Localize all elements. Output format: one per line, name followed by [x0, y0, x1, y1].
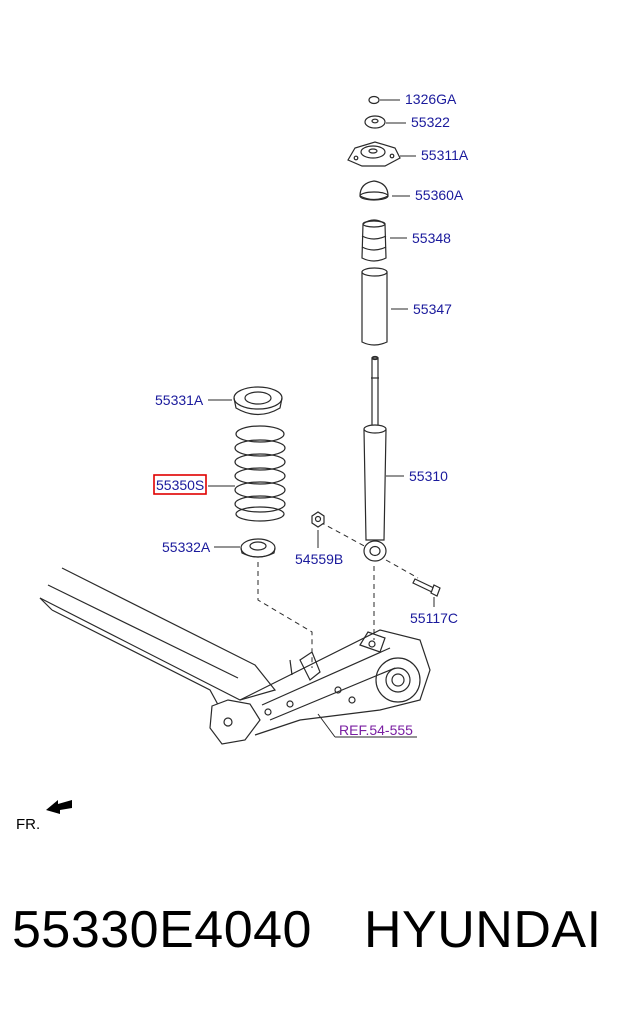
- washer-55322: 55322: [364, 114, 450, 130]
- lower-spring-seat-55332a: 55332A: [162, 538, 276, 558]
- callout-55348[interactable]: 55348: [412, 230, 451, 246]
- rear-axle-beam: [39, 567, 431, 745]
- reference-link[interactable]: REF.54-555: [339, 722, 413, 738]
- bumper-55348: 55348: [361, 219, 451, 262]
- callout-55347[interactable]: 55347: [413, 301, 452, 317]
- callout-54559b[interactable]: 54559B: [295, 551, 343, 567]
- flange-nut-54559b: 54559B: [295, 511, 343, 567]
- dust-cover-55347: 55347: [361, 267, 452, 346]
- callout-55117c[interactable]: 55117C: [410, 610, 458, 626]
- callout-55360a[interactable]: 55360A: [415, 187, 464, 203]
- part-number-text: 55330E4040: [12, 901, 312, 959]
- cap-55360a: 55360A: [359, 180, 464, 203]
- front-arrow-icon: [46, 800, 72, 814]
- front-label: FR.: [16, 816, 40, 833]
- front-indicator: FR.: [16, 800, 72, 833]
- mount-55311a: 55311A: [347, 141, 469, 167]
- bolt-55117c: 55117C: [410, 578, 458, 626]
- nut-1326ga: 1326GA: [368, 91, 457, 107]
- callout-55350s[interactable]: 55350S: [156, 477, 204, 493]
- exploded-parts-diagram: 1326GA 55322 55311A 55360A 55348 55347: [16, 91, 469, 833]
- caption-bar: 55330E4040 HYUNDAI: [0, 900, 620, 980]
- callout-1326ga[interactable]: 1326GA: [405, 91, 457, 107]
- brand-text: HYUNDAI: [364, 901, 602, 959]
- upper-spring-seat-55331a: 55331A: [155, 386, 283, 416]
- reference-note: REF.54-555: [317, 713, 417, 738]
- callout-55331a[interactable]: 55331A: [155, 392, 204, 408]
- callout-55311a[interactable]: 55311A: [421, 147, 469, 163]
- shock-absorber-55310: 55310: [363, 355, 448, 562]
- highlight-box: [153, 474, 207, 495]
- installation-lines: [257, 521, 419, 668]
- callout-55332a[interactable]: 55332A: [162, 539, 211, 555]
- callout-55310[interactable]: 55310: [409, 468, 448, 484]
- coil-spring-55350s: 55350S: [153, 425, 286, 522]
- callout-55322[interactable]: 55322: [411, 114, 450, 130]
